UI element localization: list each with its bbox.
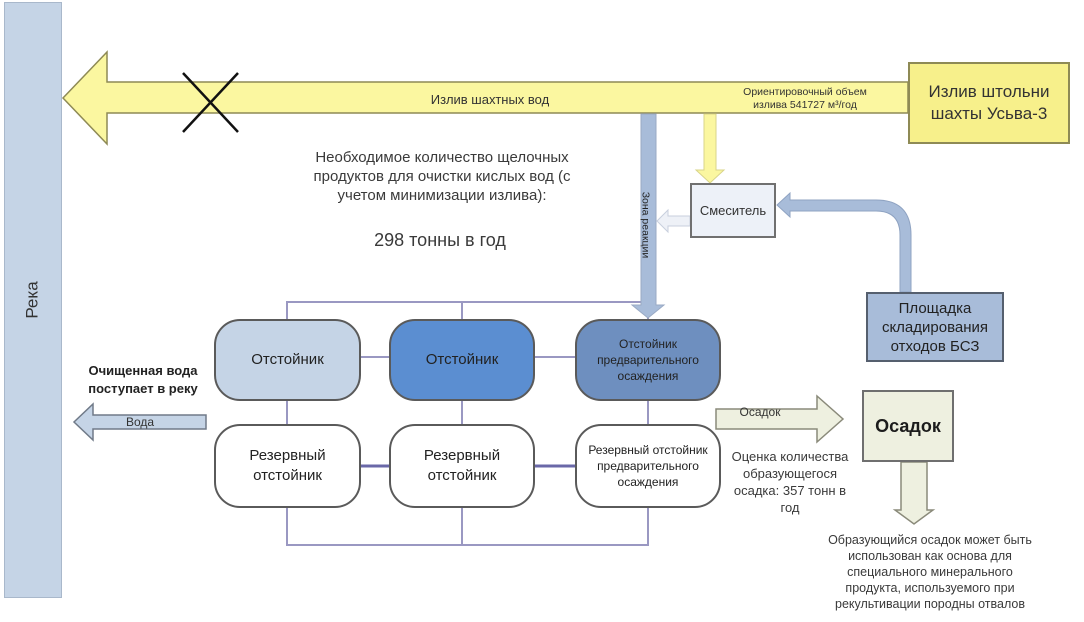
sediment-estimate-text: Оценка количества образующегося осадка: … (731, 449, 849, 515)
clean-water-note: Очищенная вода поступает в реку (74, 358, 212, 402)
connector-bottom (286, 508, 649, 546)
water-arrow-label-text: Вода (125, 415, 155, 429)
source-label: Излив штольни шахты Усьва-3 (928, 82, 1050, 123)
mixer-box: Смеситель (690, 183, 776, 238)
source-box: Излив штольни шахты Усьва-3 (908, 62, 1070, 144)
sediment-estimate: Оценка количества образующегося осадка: … (722, 446, 858, 518)
tank-primary-1: Отстойник (214, 319, 361, 401)
alkali-amount: 298 тонны в год (320, 226, 560, 254)
alkali-note: Необходимое количество щелочных продукто… (282, 148, 602, 204)
tank-presettling: Отстойник предварительного осаждения (575, 319, 721, 401)
tank-reserve-2-label: Резервный отстойник (423, 447, 501, 484)
sediment-arrow (715, 394, 845, 444)
volume-line-2: излива 541727 м³/год (753, 99, 857, 111)
water-arrow-label: Вода (110, 414, 170, 430)
blocked-x-icon (182, 72, 239, 133)
alkali-note-text: Необходимое количество щелочных продукто… (313, 148, 571, 204)
tank-reserve-presettling: Резервный отстойник предварительного оса… (575, 424, 721, 508)
tank-reserve-2: Резервный отстойник (389, 424, 535, 508)
volume-label: Ориентировочный объем излива 541727 м³/г… (720, 84, 890, 114)
storage-label: Площадка складирования отходов БСЗ (881, 299, 989, 355)
tank-reserve-1: Резервный отстойник (214, 424, 361, 508)
mixer-label: Смеситель (699, 203, 767, 218)
river: Река (4, 2, 62, 598)
reaction-zone-label: Зона реакции (634, 165, 656, 285)
sediment-arrow-label-text: Осадок (739, 405, 781, 419)
alkali-amount-text: 298 тонны в год (374, 229, 506, 250)
reaction-zone-text: Зона реакции (639, 191, 652, 259)
volume-line-1: Ориентировочный объем (743, 86, 867, 98)
sediment-box-label: Осадок (875, 415, 941, 436)
mine-water-label-text: Излив шахтных вод (430, 91, 550, 107)
tank-reserve-presettling-label: Резервный отстойник предварительного оса… (588, 443, 708, 489)
mixer-output-arrow (656, 208, 691, 234)
mine-water-label: Излив шахтных вод (360, 90, 620, 108)
tank-primary-1-label: Отстойник (251, 351, 324, 368)
storage-box: Площадка складирования отходов БСЗ (866, 292, 1004, 362)
sediment-usage-note: Образующийся осадок может быть использов… (810, 528, 1050, 616)
tank-primary-2: Отстойник (389, 319, 535, 401)
mine-water-arrow (61, 50, 909, 146)
tank-primary-2-label: Отстойник (425, 351, 499, 368)
reaction-zone-arrow (630, 113, 666, 319)
storage-feed-pipe (776, 191, 912, 293)
sediment-down-arrow (892, 461, 936, 525)
river-label: Река (23, 281, 42, 319)
sediment-usage-text: Образующийся осадок может быть использов… (828, 533, 1032, 611)
sediment-arrow-label: Осадок (724, 404, 796, 420)
tank-presettling-label: Отстойник предварительного осаждения (597, 337, 699, 383)
tank-reserve-1-label: Резервный отстойник (249, 447, 326, 484)
clean-water-arrow (72, 402, 207, 442)
sediment-box: Осадок (862, 390, 954, 462)
connector-top (286, 301, 649, 319)
clean-water-note-text: Очищенная вода поступает в реку (88, 363, 198, 396)
yellow-feed-arrow (694, 113, 726, 184)
